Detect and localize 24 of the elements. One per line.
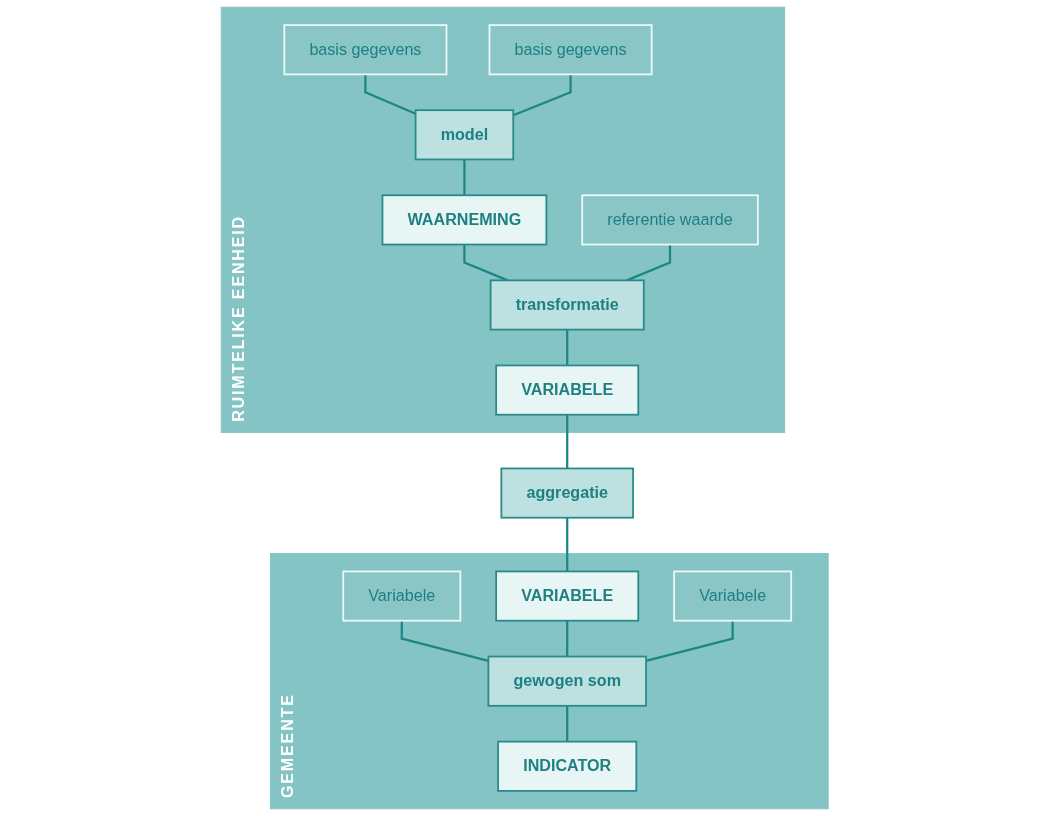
connector: [566, 620, 569, 657]
connector: [566, 329, 569, 366]
connector: [646, 620, 735, 662]
connector: [463, 244, 509, 282]
node-box: INDICATOR: [497, 740, 638, 792]
node-box: WAARNEMING: [381, 194, 548, 246]
node-box: basis gegevens: [283, 24, 448, 76]
node-box: VARIABELE: [495, 570, 640, 622]
node-box: basis gegevens: [488, 24, 653, 76]
node-box: VARIABELE: [495, 364, 640, 416]
connector: [513, 74, 572, 117]
node-box: aggregatie: [500, 467, 635, 519]
node-box: referentie waarde: [581, 194, 760, 246]
connector: [626, 244, 672, 282]
connector: [463, 159, 466, 196]
node-box: Variabele: [673, 570, 793, 622]
node-box: gewogen som: [487, 655, 648, 707]
node-box: transformatie: [490, 279, 645, 331]
node-box: Variabele: [342, 570, 462, 622]
node-box: model: [415, 109, 515, 161]
connector: [566, 414, 569, 469]
connector: [566, 517, 569, 572]
connector: [566, 705, 569, 742]
connector: [400, 620, 489, 662]
